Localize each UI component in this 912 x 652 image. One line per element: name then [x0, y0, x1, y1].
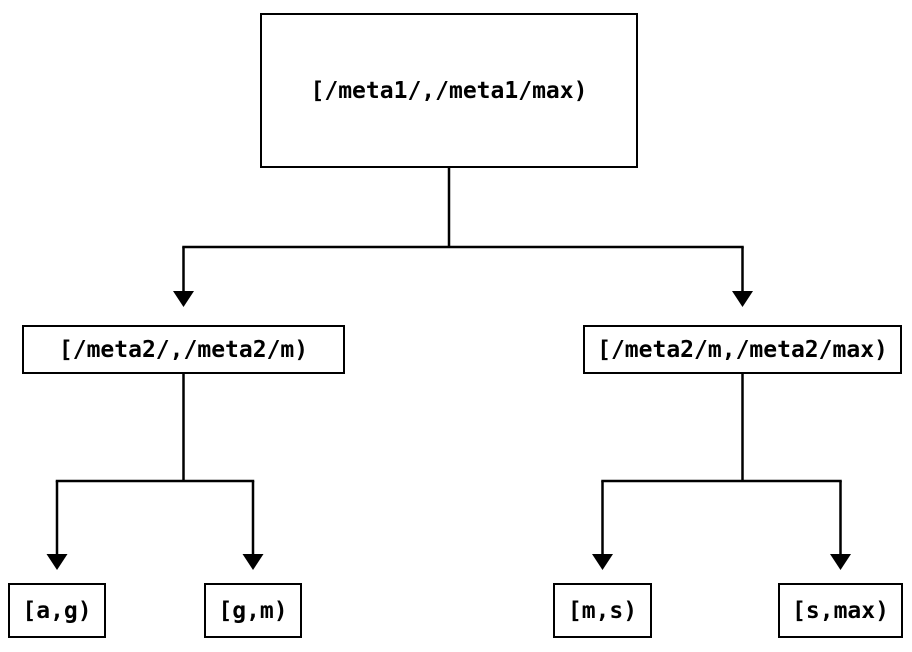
node-leaf-a-g: [a,g) — [8, 583, 106, 638]
node-leaf-g-m-label: [g,m) — [218, 597, 288, 624]
arrowhead-leaf-ms — [592, 554, 613, 570]
node-root-label: [/meta1/,/meta1/max) — [310, 77, 588, 104]
arrowhead-leaf-ag — [46, 554, 68, 570]
node-meta2-left-label: [/meta2/,/meta2/m) — [58, 336, 309, 363]
node-leaf-s-max-label: [s,max) — [792, 597, 889, 624]
arrowhead-leaf-smax — [830, 554, 851, 570]
node-leaf-s-max: [s,max) — [778, 583, 903, 638]
arrowhead-meta2-right — [732, 291, 753, 307]
arrowhead-leaf-gm — [242, 554, 264, 570]
node-leaf-m-s-label: [m,s) — [567, 597, 638, 624]
node-meta2-left: [/meta2/,/meta2/m) — [22, 325, 345, 374]
arrowhead-meta2-left — [173, 291, 194, 307]
node-leaf-m-s: [m,s) — [553, 583, 652, 638]
node-leaf-a-g-label: [a,g) — [22, 597, 92, 624]
node-leaf-g-m: [g,m) — [204, 583, 302, 638]
node-meta2-right: [/meta2/m,/meta2/max) — [583, 325, 902, 374]
node-root: [/meta1/,/meta1/max) — [260, 13, 638, 168]
node-meta2-right-label: [/meta2/m,/meta2/max) — [597, 336, 888, 363]
